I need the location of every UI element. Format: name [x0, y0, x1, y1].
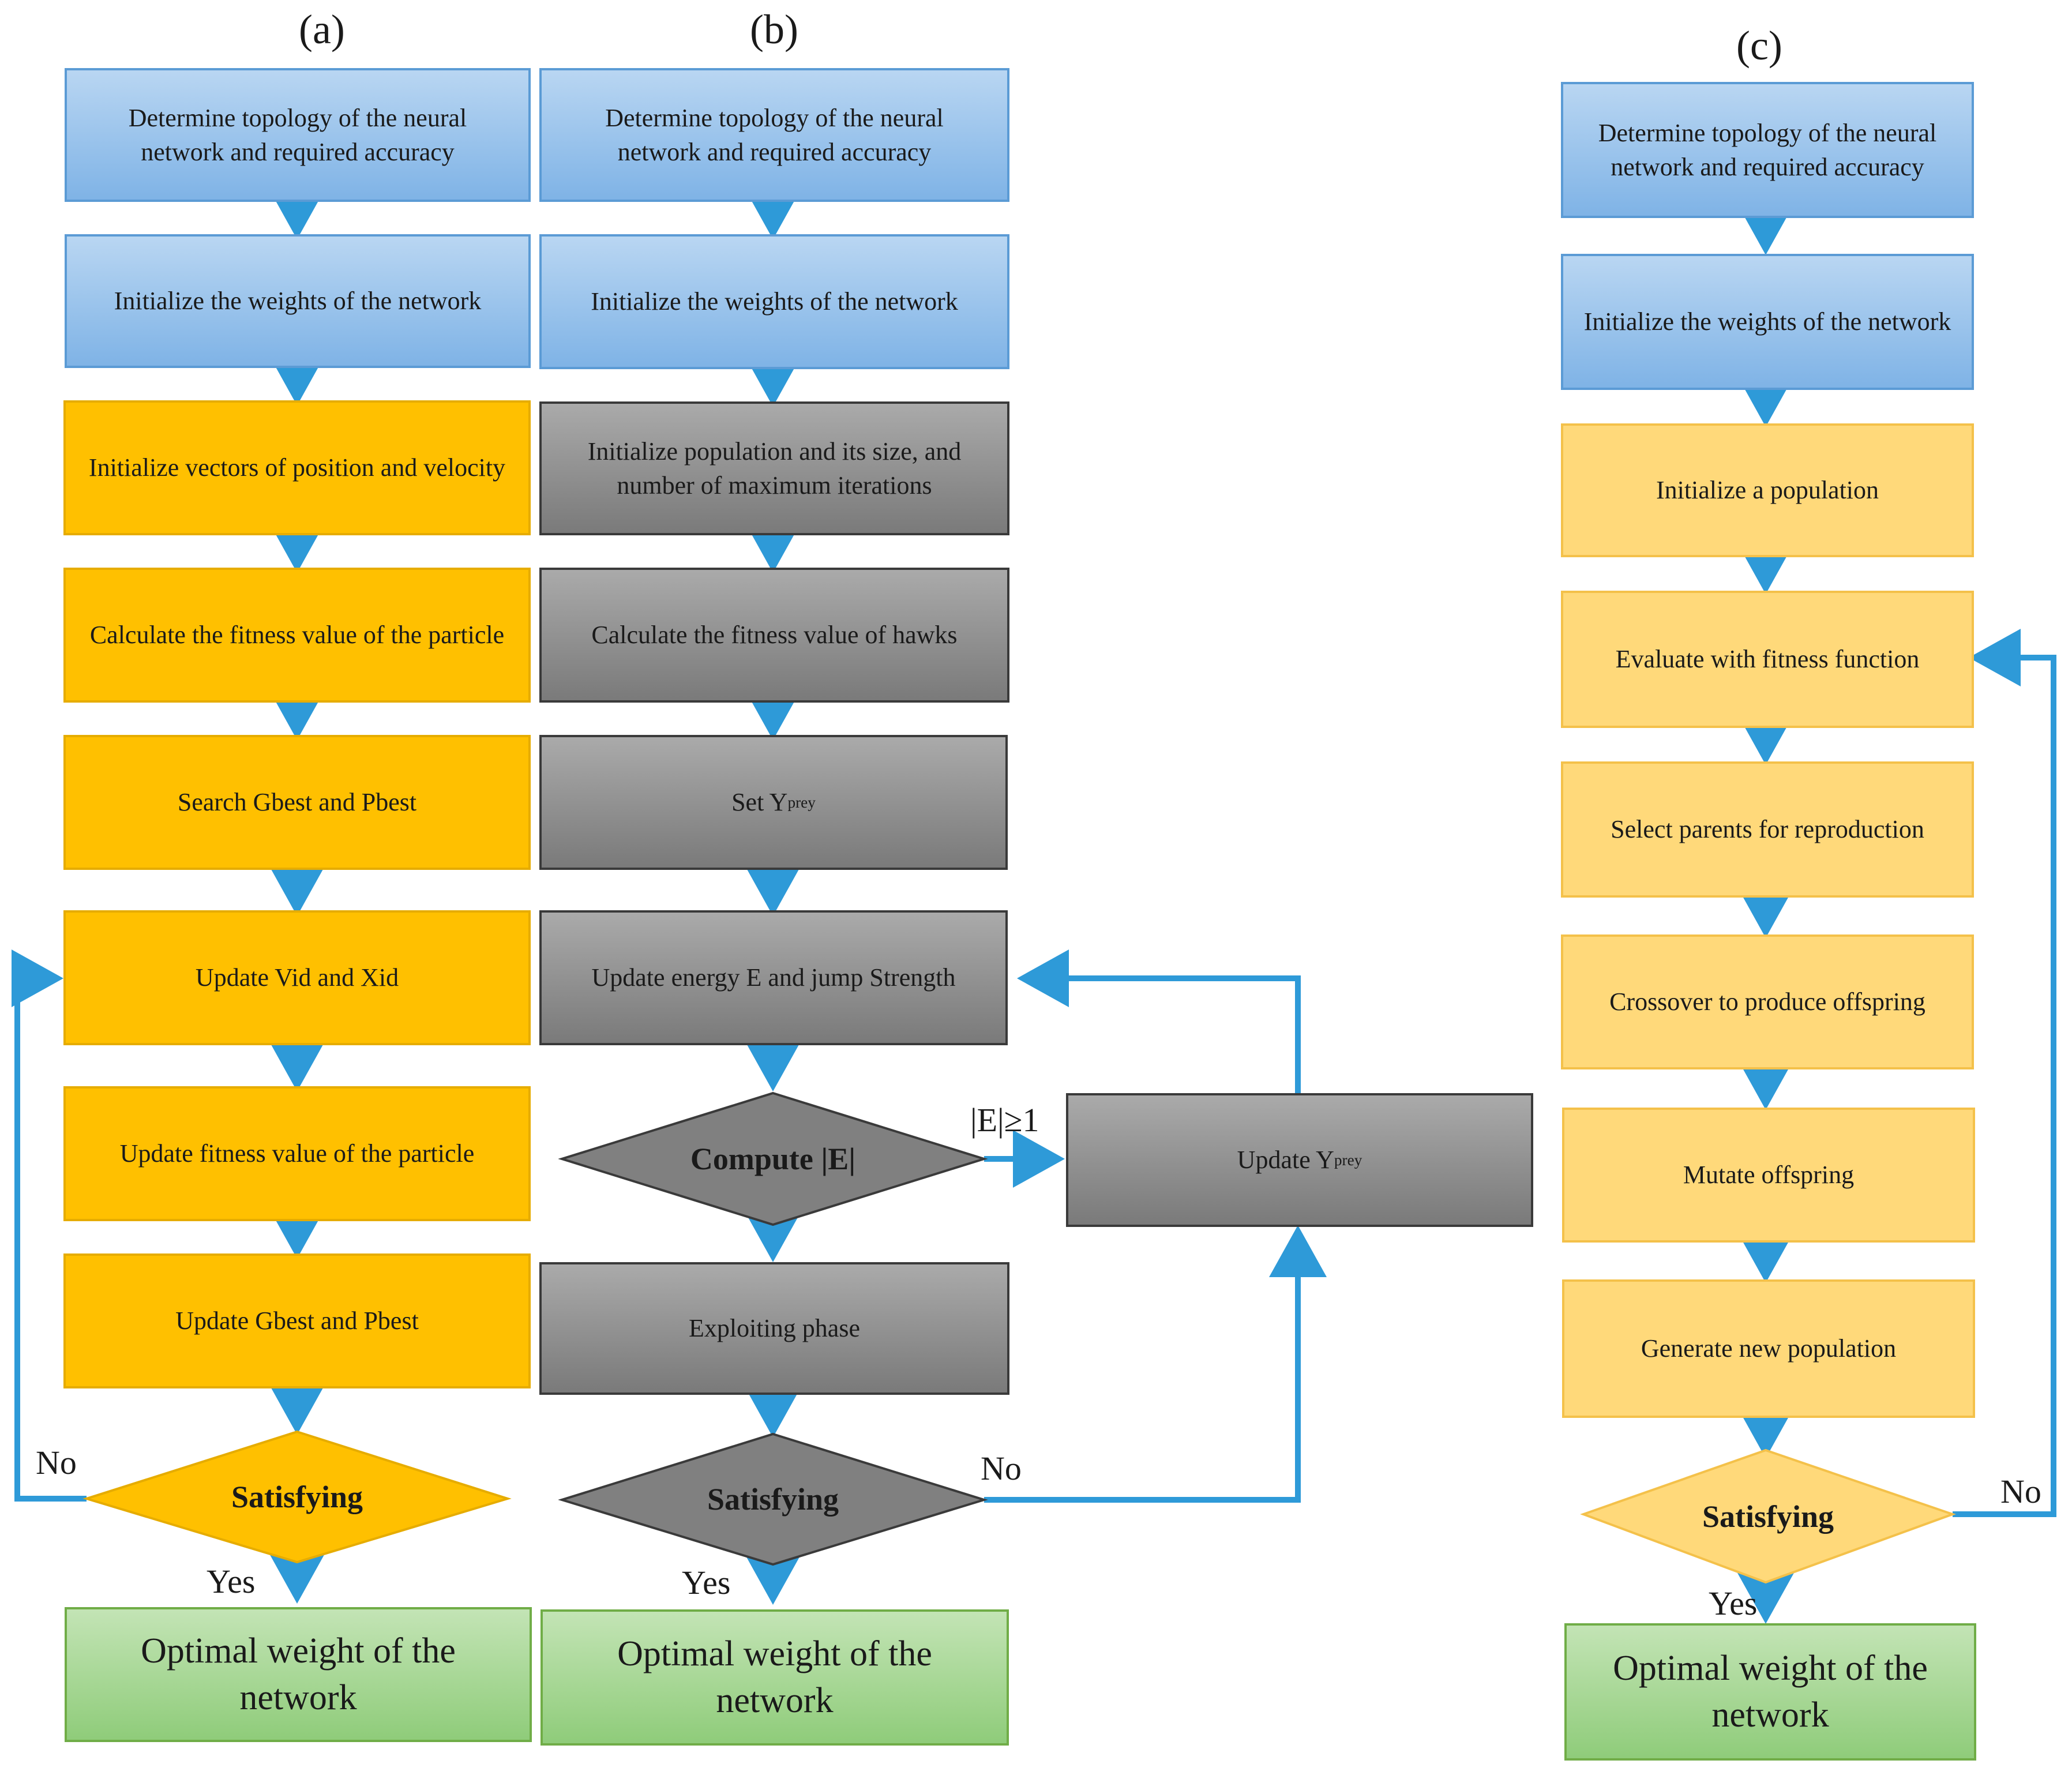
step-a-update-vid-xid: Update Vid and Xid [63, 910, 531, 1045]
update-y-text: Update Y [1237, 1146, 1334, 1174]
step-c-select-parents: Select parents for reproduction [1561, 761, 1974, 898]
step-c-initialize-population: Initialize a population [1561, 423, 1974, 557]
yes-label-b: Yes [682, 1564, 731, 1601]
step-a-initialize-vectors: Initialize vectors of position and veloc… [63, 400, 531, 535]
step-b-update-energy: Update energy E and jump Strength [539, 910, 1008, 1045]
step-b-initialize-population: Initialize population and its size, and … [539, 401, 1009, 535]
step-b-calculate-fitness-hawks: Calculate the fitness value of hawks [539, 568, 1009, 703]
yes-label-a: Yes [207, 1563, 256, 1600]
step-b-initialize-weights: Initialize the weights of the network [539, 234, 1009, 369]
no-label-b: No [981, 1450, 1022, 1487]
step-a-initialize-weights: Initialize the weights of the network [65, 234, 531, 368]
set-y-text: Set Y [731, 788, 788, 817]
step-a-update-fitness: Update fitness value of the particle [63, 1086, 531, 1221]
step-c-initialize-weights: Initialize the weights of the network [1561, 254, 1974, 390]
set-y-subscript: prey [787, 793, 816, 811]
satisfying-diamond-b [558, 1432, 988, 1566]
panel-label-b: (b) [750, 6, 798, 52]
step-a-determine-topology: Determine topology of the neural network… [65, 68, 531, 202]
step-a-calculate-fitness: Calculate the fitness value of the parti… [63, 568, 531, 703]
step-c-mutate-offspring: Mutate offspring [1562, 1108, 1975, 1243]
step-b-determine-topology: Determine topology of the neural network… [539, 68, 1009, 202]
compute-e-diamond-b [558, 1091, 988, 1226]
compute-e-label: Compute |E| [690, 1142, 856, 1176]
satisfying-diamond-a [82, 1430, 512, 1564]
decision-a-label: Satisfying [231, 1480, 363, 1514]
result-b-optimal-weight: Optimal weight of the network [540, 1609, 1009, 1746]
no-label-a: No [36, 1444, 77, 1481]
yes-label-c: Yes [1709, 1585, 1758, 1622]
step-b-exploiting-phase: Exploiting phase [539, 1262, 1009, 1395]
condition-e-geq-1: |E|≥1 [970, 1101, 1039, 1139]
result-a-optimal-weight: Optimal weight of the network [65, 1607, 532, 1742]
step-c-crossover: Crossover to produce offspring [1561, 934, 1974, 1069]
step-c-generate-population: Generate new population [1562, 1279, 1975, 1418]
result-c-optimal-weight: Optimal weight of the network [1564, 1623, 1976, 1761]
connector-arrows [12, 187, 2056, 1624]
step-a-update-gbest-pbest: Update Gbest and Pbest [63, 1253, 531, 1388]
panel-label-c: (c) [1736, 22, 1782, 69]
panel-label-a: (a) [299, 6, 345, 52]
satisfying-diamond-c [1580, 1448, 1957, 1584]
step-a-search-gbest-pbest: Search Gbest and Pbest [63, 735, 531, 870]
step-c-determine-topology: Determine topology of the neural network… [1561, 82, 1974, 218]
decision-b-label: Satisfying [707, 1482, 839, 1517]
no-label-c: No [2000, 1473, 2041, 1510]
update-y-subscript: prey [1334, 1151, 1362, 1169]
step-c-evaluate-fitness: Evaluate with fitness function [1561, 591, 1974, 728]
decision-c-label: Satisfying [1702, 1499, 1834, 1534]
